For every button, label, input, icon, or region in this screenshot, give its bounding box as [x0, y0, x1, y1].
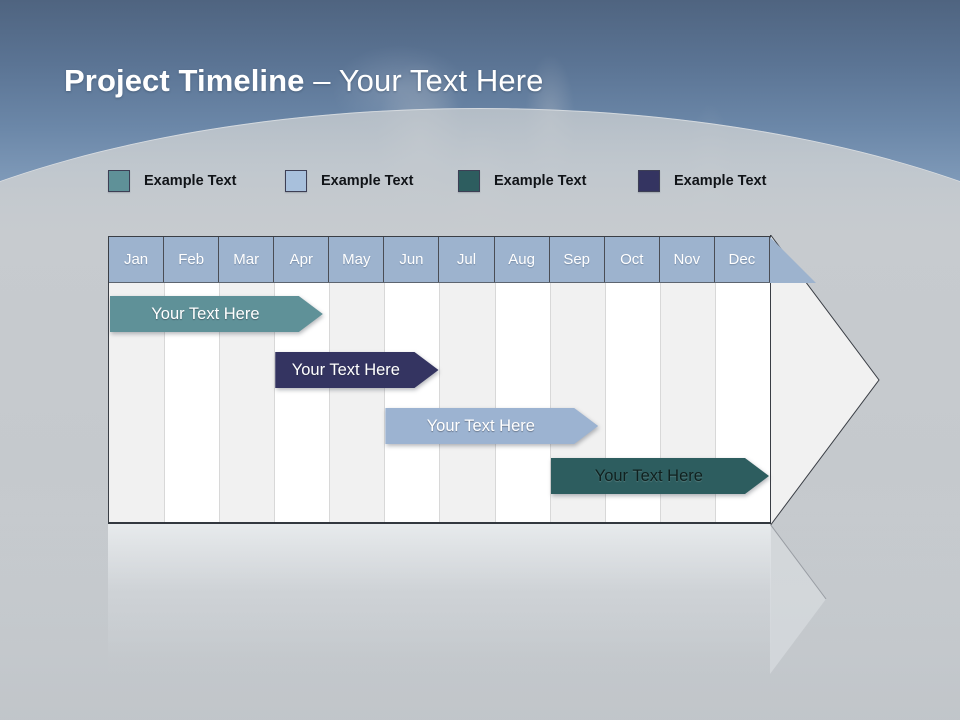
legend-swatch-icon [458, 170, 480, 192]
month-header-sep[interactable]: Sep [549, 237, 605, 283]
month-header-mar[interactable]: Mar [219, 237, 275, 283]
timeline-bar-1[interactable]: Your Text Here [110, 296, 323, 332]
month-column-feb [164, 237, 220, 523]
legend-item-2[interactable]: Example Text [285, 168, 413, 194]
timeline-bar-arrow-icon [110, 296, 323, 332]
reflection-head [770, 524, 827, 674]
timeline-bar-label: Your Text Here [291, 360, 400, 379]
month-column-jan [109, 237, 165, 523]
legend-item-label: Example Text [321, 173, 414, 189]
month-header-jun[interactable]: Jun [384, 237, 440, 283]
legend-swatch-icon [638, 170, 660, 192]
page-title-strong: Project Timeline [64, 63, 305, 98]
month-header-jan[interactable]: Jan [109, 237, 165, 283]
legend-item-label: Example Text [494, 173, 587, 189]
page-title-light: – Your Text Here [304, 63, 544, 98]
month-header-nov[interactable]: Nov [659, 237, 715, 283]
legend-item-1[interactable]: Example Text [108, 168, 236, 194]
timeline-arrow-head-icon [770, 235, 880, 525]
legend-swatch-icon [108, 170, 130, 192]
reflection-body [108, 524, 771, 674]
reflection-edge [108, 522, 771, 524]
legend-item-4[interactable]: Example Text [638, 168, 766, 194]
month-header-corner-icon [770, 237, 816, 283]
month-header-jul[interactable]: Jul [439, 237, 495, 283]
month-column-jul [439, 237, 495, 523]
legend-item-label: Example Text [144, 173, 237, 189]
timeline-column-stripes [109, 237, 770, 523]
timeline-bar-label: Your Text Here [426, 416, 535, 435]
legend-swatch-icon [285, 170, 307, 192]
timeline-bar-arrow-icon [551, 458, 769, 494]
timeline-bar-label: Your Text Here [151, 304, 260, 323]
month-header-may[interactable]: May [329, 237, 385, 283]
timeline-bar-label: Your Text Here [594, 466, 703, 485]
background-arc-highlight [0, 108, 960, 720]
month-header-aug[interactable]: Aug [494, 237, 550, 283]
legend-item-label: Example Text [674, 173, 767, 189]
month-header-underline [109, 282, 770, 283]
timeline-bar-arrow-icon [275, 352, 438, 388]
month-column-aug [494, 237, 550, 523]
month-header-apr[interactable]: Apr [274, 237, 330, 283]
legend-item-3[interactable]: Example Text [458, 168, 586, 194]
month-header-dec[interactable]: Dec [714, 237, 770, 283]
timeline-bar-4[interactable]: Your Text Here [551, 458, 769, 494]
timeline-bar-3[interactable]: Your Text Here [385, 408, 598, 444]
month-header-feb[interactable]: Feb [164, 237, 220, 283]
timeline-bar-arrow-icon [385, 408, 598, 444]
month-header-oct[interactable]: Oct [604, 237, 660, 283]
timeline-reflection [108, 522, 880, 674]
page-title: Project Timeline – Your Text Here [64, 60, 543, 102]
month-column-mar [219, 237, 275, 523]
timeline-bar-2[interactable]: Your Text Here [275, 352, 438, 388]
